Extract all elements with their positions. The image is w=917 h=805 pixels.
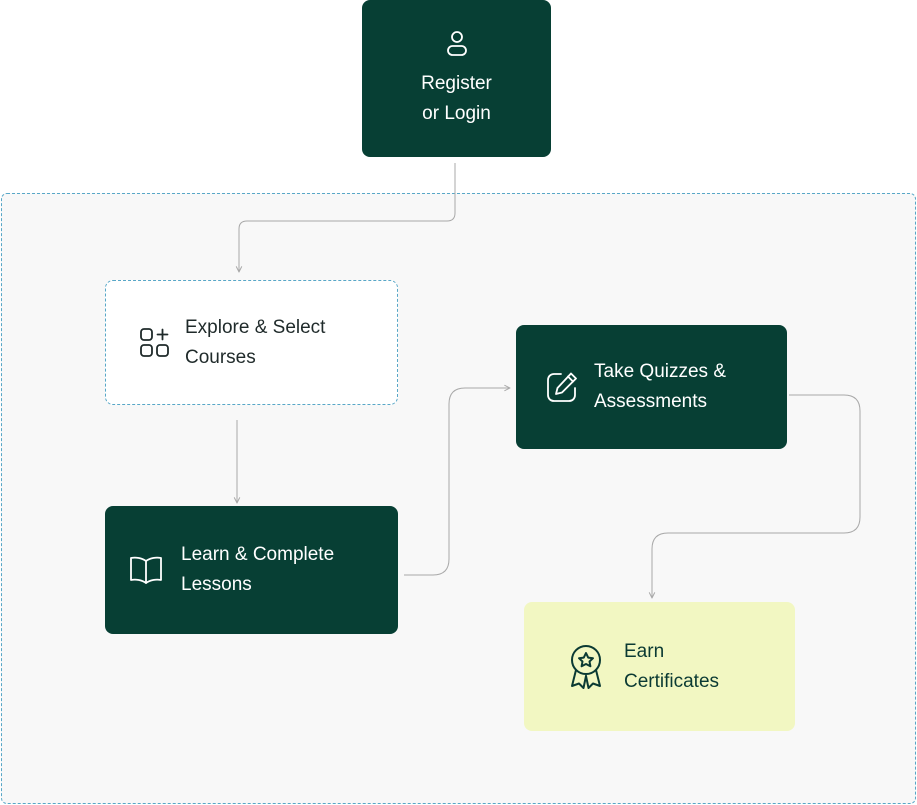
node-label-line-2: Lessons xyxy=(181,574,252,595)
award-badge-icon xyxy=(568,644,604,690)
node-earn-certificates: Earn Certificates xyxy=(524,602,795,731)
node-label-line-2: Certificates xyxy=(624,670,720,692)
node-label-line-1: Earn xyxy=(624,640,665,662)
node-label-line-1: Register xyxy=(421,72,492,94)
node-label-line-2: Assessments xyxy=(594,391,707,412)
edge-quiz-to-certificates xyxy=(652,394,861,598)
node-take-quizzes-assessments: Take Quizzes & Assessments xyxy=(516,325,787,449)
edge-learn-to-quiz xyxy=(404,388,510,576)
user-icon xyxy=(445,29,469,57)
book-open-icon xyxy=(129,555,163,585)
node-learn-complete-lessons: Learn & Complete Lessons xyxy=(105,506,398,634)
node-label-line-1: Learn & Complete xyxy=(181,544,335,565)
pencil-square-icon xyxy=(545,370,579,404)
node-explore-select-courses: Explore & Select Courses xyxy=(105,280,398,405)
grid-plus-icon xyxy=(139,327,171,359)
edge-register-to-explore xyxy=(239,163,456,272)
node-label-line-2: Courses xyxy=(185,346,256,368)
node-label-line-2: or Login xyxy=(422,102,491,124)
node-register-or-login: Register or Login xyxy=(362,0,551,157)
node-label-line-1: Explore & Select xyxy=(185,316,326,338)
node-label-line-1: Take Quizzes & xyxy=(594,361,726,382)
